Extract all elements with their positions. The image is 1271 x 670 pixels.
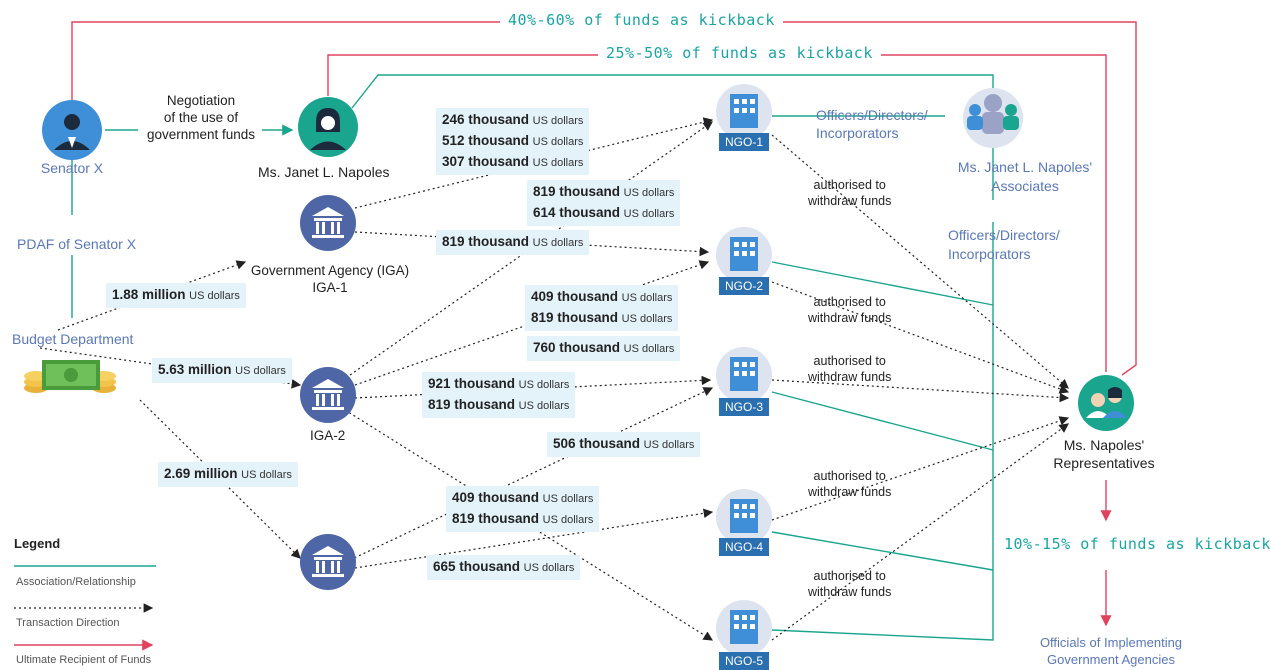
ngo-2-tag: NGO-2 [719, 277, 770, 295]
ngo-3-tag: NGO-3 [719, 398, 770, 416]
legend-recipient: Ultimate Recipient of Funds [16, 654, 152, 666]
associates-label: Ms. Janet L. Napoles'Associates [957, 159, 1093, 194]
amount-box-10: 2.69 million US dollars [158, 462, 298, 487]
napoles-label: Ms. Janet L. Napoles [258, 164, 390, 180]
representatives-icon [1078, 375, 1134, 431]
amount-box-6: 760 thousand US dollars [527, 336, 681, 361]
connector-lines [14, 21, 1137, 656]
ngo2-icon [716, 227, 772, 283]
money-pile-icon [24, 360, 116, 393]
amount-box-8: 921 thousand US dollars 819 thousand US … [422, 372, 576, 418]
iga2-label: IGA-2 [310, 428, 346, 443]
amount-box-12: 665 thousand US dollars [427, 555, 581, 580]
ngo-1-tag: NGO-1 [719, 133, 770, 151]
ngo4-icon [716, 489, 772, 545]
amount-box-3: 819 thousand US dollars [436, 230, 590, 255]
kickback-label-second: 25%-50% of funds as kickback [598, 44, 881, 62]
iga1-icon [300, 195, 356, 251]
iga2-icon [300, 367, 356, 423]
amount-box-1: 246 thousand US dollars 512 thousand US … [436, 108, 590, 175]
ngo-5-tag: NGO-5 [719, 652, 770, 670]
amount-box-7: 5.63 million US dollars [152, 358, 292, 383]
napoles-icon [298, 97, 358, 157]
ngo-4-tag: NGO-4 [719, 538, 770, 556]
amount-box-11: 409 thousand US dollars 819 thousand US … [446, 486, 600, 532]
amount-box-9: 506 thousand US dollars [547, 432, 701, 457]
kickback-label-top: 40%-60% of funds as kickback [500, 11, 783, 29]
senator-icon [42, 100, 102, 160]
amount-box-2: 819 thousand US dollars 614 thousand US … [527, 180, 681, 226]
budget-department-label: Budget Department [12, 331, 134, 347]
pdaf-label: PDAF of Senator X [17, 236, 137, 252]
amount-box-5: 409 thousand US dollars 819 thousand US … [525, 285, 679, 331]
associates-icon [963, 88, 1023, 148]
amount-box-4: 1.88 million US dollars [106, 283, 246, 308]
iga1-label: Government Agency (IGA)IGA-1 [250, 263, 410, 295]
ngo1-icon [716, 84, 772, 140]
kickback-label-right: 10%-15% of funds as kickback [1004, 535, 1271, 553]
kickback-line-top [71, 21, 1137, 376]
legend-transaction: Transaction Direction [16, 617, 120, 629]
fund-flow-diagram: 40%-60% of funds as kickback 25%-50% of … [12, 11, 1271, 670]
senator-label: Senator X [40, 160, 104, 176]
officers-label-2: Officers/Directors/Incorporators [948, 227, 1060, 262]
legend-association: Association/Relationship [16, 576, 136, 588]
ngo3-icon [716, 347, 772, 403]
officers-label-1: Officers/Directors/Incorporators [816, 107, 928, 141]
representatives-label: Ms. Napoles'Representatives [1053, 437, 1155, 471]
ngo5-icon [716, 600, 772, 656]
legend-title: Legend [14, 536, 61, 551]
iga3-icon [300, 534, 356, 590]
legend-lines [14, 565, 156, 651]
